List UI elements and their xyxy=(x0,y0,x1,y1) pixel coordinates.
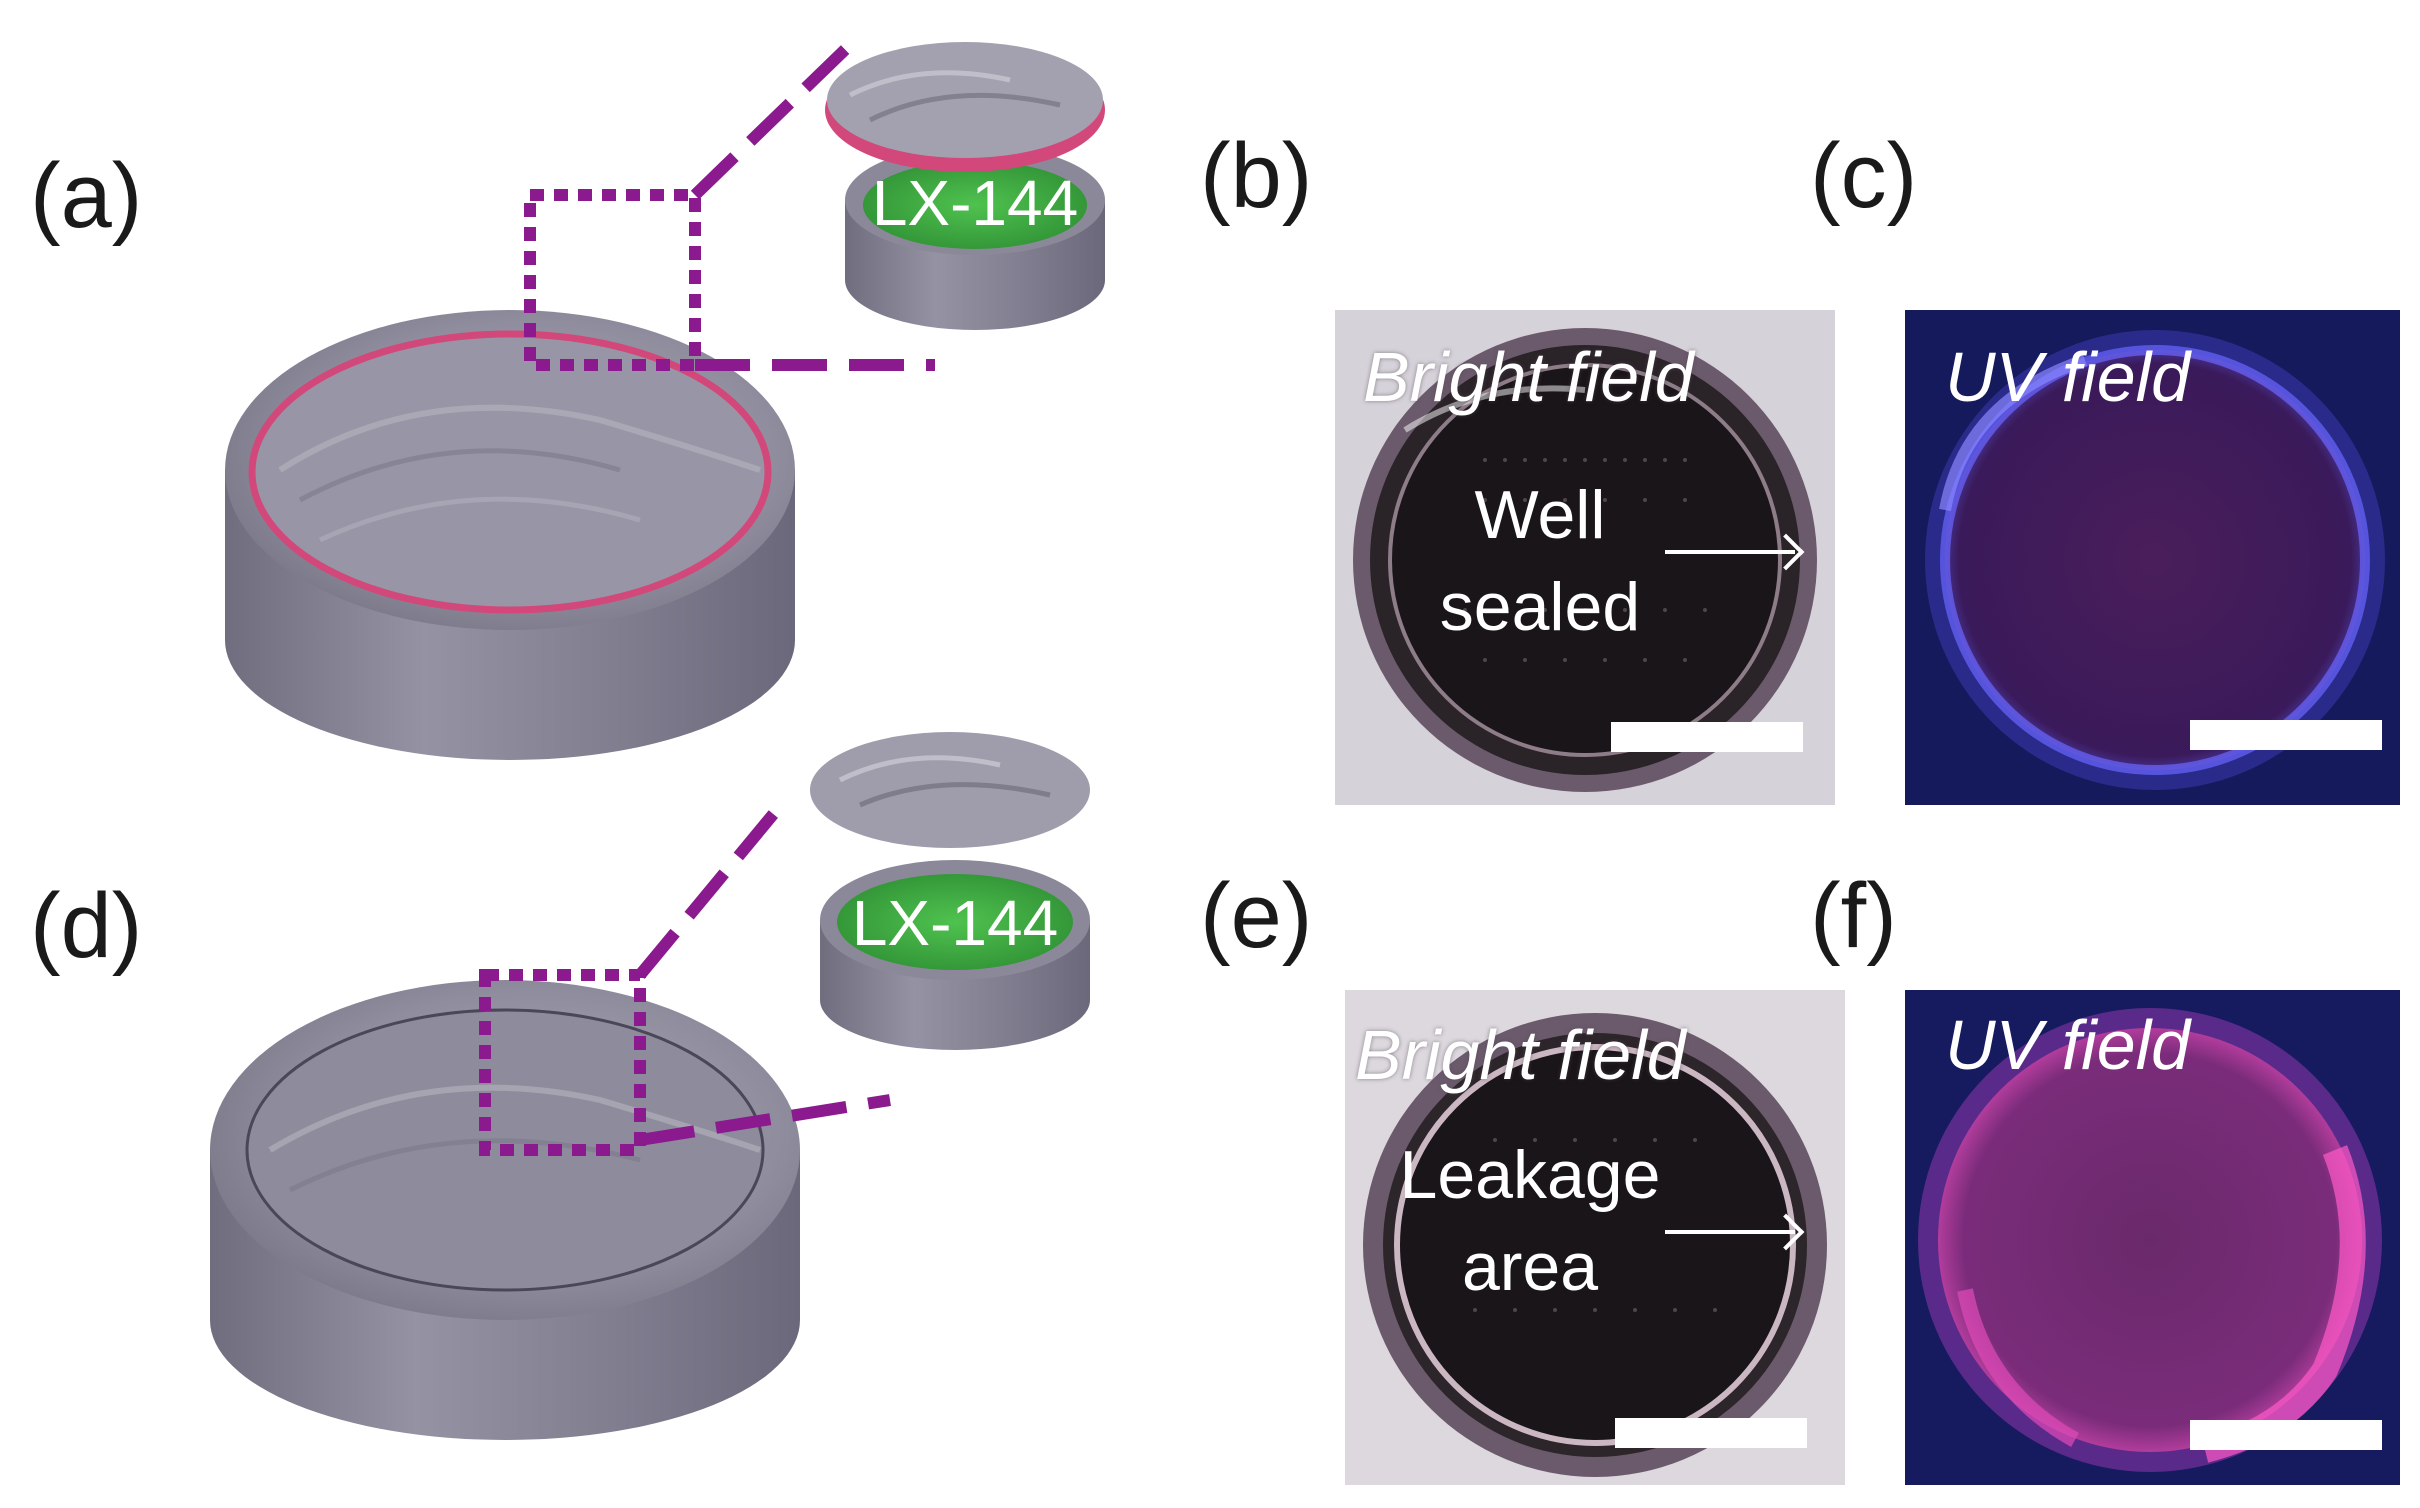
seal-ring-a xyxy=(248,330,772,614)
inset-lid-a xyxy=(825,42,1105,172)
annotation-leakage-area: Leakage area xyxy=(1390,1130,1670,1314)
annotation-line-2: area xyxy=(1461,1228,1599,1305)
photo-bright-field-b: Bright field Well sealed xyxy=(1335,310,1835,805)
dashed-zoom-box-a xyxy=(524,35,935,371)
photo-f-drawing xyxy=(1905,990,2400,1485)
panel-label-b: (b) xyxy=(1200,125,1313,227)
inset-label-a: LX-144 xyxy=(872,167,1078,239)
photo-title-e: Bright field xyxy=(1355,1016,1686,1094)
inset-cup-d xyxy=(820,860,1090,1050)
arrow-indicator-b xyxy=(1665,550,1795,554)
main-cylinder-a xyxy=(225,310,795,760)
photo-b-drawing xyxy=(1335,310,1835,805)
photo-title-c: UV field xyxy=(1945,338,2191,416)
panel-label-d: (d) xyxy=(30,875,143,977)
scale-bar-c xyxy=(2190,720,2382,750)
scale-bar-f xyxy=(2190,1420,2382,1450)
annotation-well-sealed: Well sealed xyxy=(1420,470,1660,654)
dashed-zoom-box-d xyxy=(479,796,891,1156)
scale-bar-b xyxy=(1611,722,1803,752)
panel-label-e: (e) xyxy=(1200,865,1313,967)
photo-uv-field-c: UV field xyxy=(1905,310,2400,805)
panel-label-c: (c) xyxy=(1810,125,1918,227)
green-liquid-d xyxy=(837,874,1073,970)
inset-cup-a xyxy=(845,145,1105,330)
scale-bar-e xyxy=(1615,1418,1807,1448)
arrow-indicator-e xyxy=(1665,1230,1795,1234)
photo-title-f: UV field xyxy=(1945,1006,2191,1084)
photo-bright-field-e: Bright field Leakage area xyxy=(1345,990,1845,1485)
panel-label-f: (f) xyxy=(1810,865,1897,967)
photo-uv-field-f: UV field xyxy=(1905,990,2400,1485)
main-cylinder-d xyxy=(210,980,800,1440)
inset-label-d: LX-144 xyxy=(852,887,1058,959)
annotation-line-1: Well xyxy=(1474,477,1606,553)
annotation-line-1: Leakage xyxy=(1399,1137,1661,1213)
photo-title-b: Bright field xyxy=(1363,338,1694,416)
inset-lid-d xyxy=(810,732,1090,848)
annotation-line-2: sealed xyxy=(1439,568,1641,645)
panel-label-a: (a) xyxy=(30,145,143,247)
photo-e-drawing xyxy=(1345,990,1845,1485)
green-liquid-a xyxy=(863,161,1087,249)
